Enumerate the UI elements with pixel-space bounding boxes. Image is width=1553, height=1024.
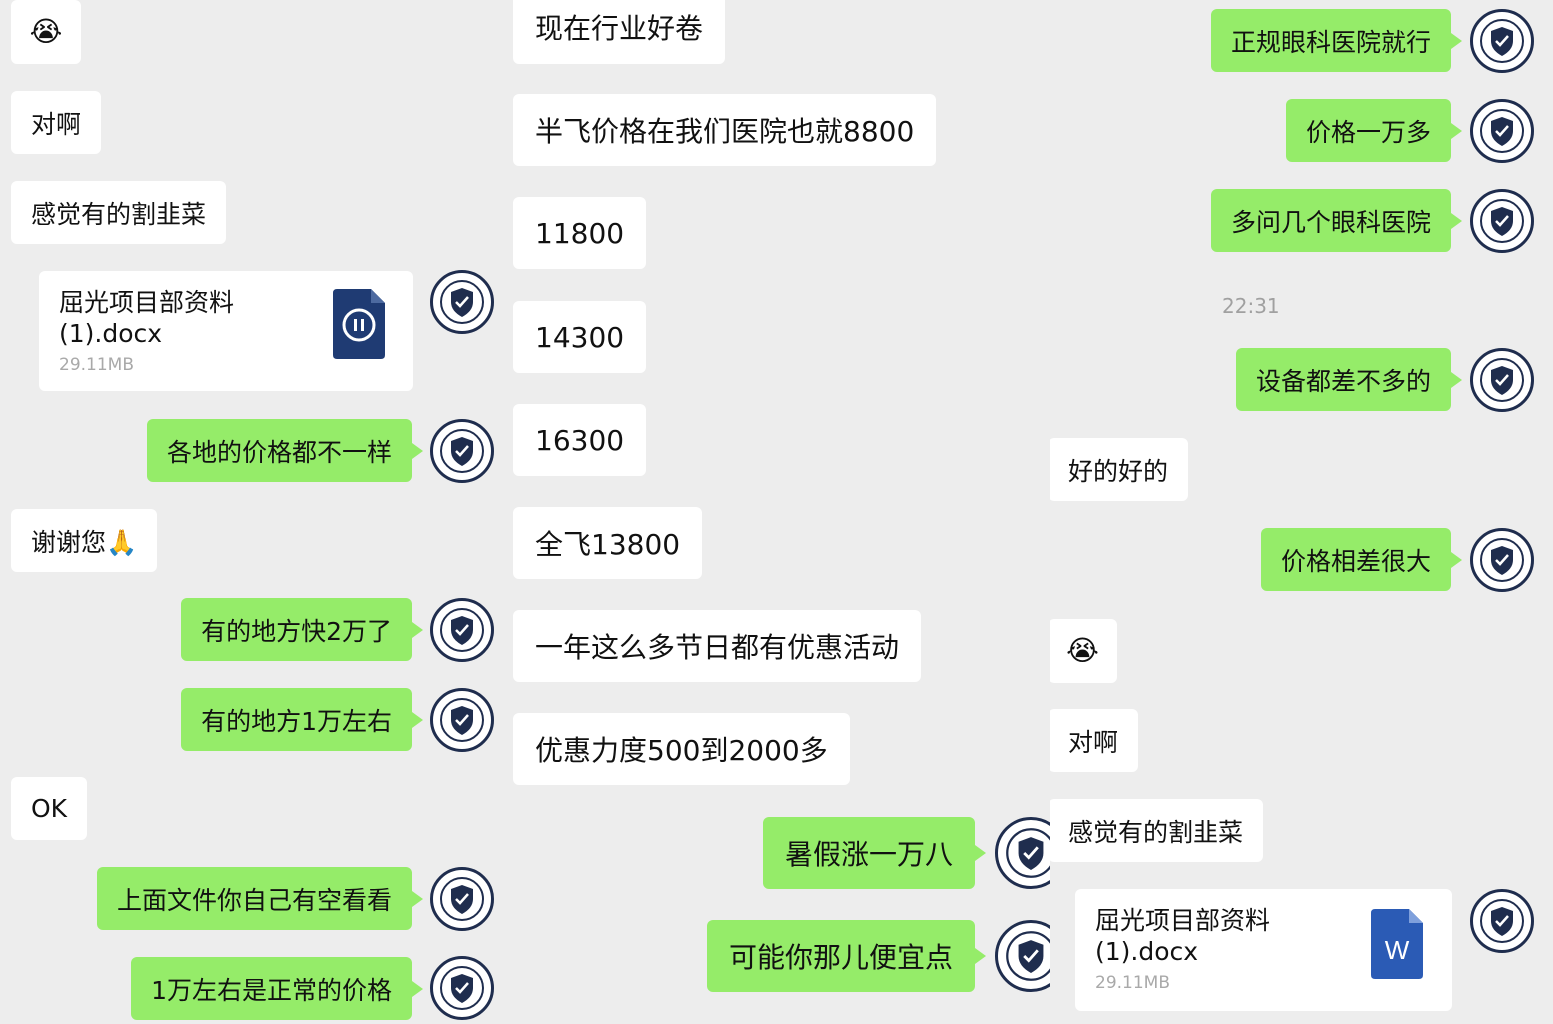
sent-message[interactable]: 价格一万多: [1285, 99, 1463, 162]
chat-column-1: 😭 对啊 感觉有的割韭菜 屈光项目部资料 (1).docx 29.11MB 各地…: [0, 0, 505, 1024]
avatar[interactable]: [995, 920, 1050, 992]
crying-emoji: 😭: [1066, 634, 1099, 667]
received-message[interactable]: 优惠力度500到2000多: [513, 713, 850, 785]
received-message[interactable]: OK: [11, 777, 88, 840]
sent-message[interactable]: 可能你那儿便宜点: [706, 920, 987, 992]
emoji-message[interactable]: 😭: [1050, 619, 1117, 683]
received-message[interactable]: 半飞价格在我们医院也就8800: [513, 94, 937, 166]
file-size: 29.11MB: [1095, 973, 1170, 993]
avatar[interactable]: [430, 688, 494, 752]
received-message[interactable]: 14300: [513, 301, 647, 373]
avatar[interactable]: [1470, 348, 1534, 412]
received-message[interactable]: 感觉有的割韭菜: [11, 181, 227, 244]
received-message[interactable]: 一年这么多节日都有优惠活动: [513, 610, 922, 682]
avatar[interactable]: [1470, 889, 1534, 953]
received-message[interactable]: 谢谢您🙏: [11, 509, 158, 572]
file-message[interactable]: 屈光项目部资料 (1).docx 29.11MB W: [1075, 889, 1452, 1011]
sent-message[interactable]: 上面文件你自己有空看看: [96, 867, 424, 930]
sent-message[interactable]: 价格相差很大: [1260, 528, 1463, 591]
received-message[interactable]: 全飞13800: [513, 507, 703, 579]
received-message[interactable]: 对啊: [11, 91, 102, 154]
avatar[interactable]: [1470, 189, 1534, 253]
avatar[interactable]: [995, 817, 1050, 889]
chat-column-2: 现在行业好卷 半飞价格在我们医院也就8800 11800 14300 16300…: [505, 0, 1050, 1024]
received-message[interactable]: 现在行业好卷: [513, 0, 726, 64]
timestamp: 22:31: [1222, 294, 1280, 318]
file-size: 29.11MB: [59, 355, 134, 375]
avatar[interactable]: [1470, 99, 1534, 163]
avatar[interactable]: [430, 598, 494, 662]
avatar[interactable]: [1470, 9, 1534, 73]
pause-circle-icon[interactable]: [333, 289, 385, 359]
sent-message[interactable]: 暑假涨一万八: [762, 817, 987, 889]
file-name: 屈光项目部资料 (1).docx: [1095, 906, 1271, 966]
sent-message[interactable]: 各地的价格都不一样: [146, 419, 424, 482]
crying-emoji: 😭: [29, 15, 63, 48]
received-message[interactable]: 好的好的: [1050, 438, 1189, 501]
sent-message[interactable]: 有的地方1万左右: [181, 688, 423, 751]
file-name: 屈光项目部资料 (1).docx: [59, 288, 235, 348]
received-message[interactable]: 16300: [513, 404, 647, 476]
file-message[interactable]: 屈光项目部资料 (1).docx 29.11MB: [39, 271, 413, 391]
sent-message[interactable]: 正规眼科医院就行: [1210, 9, 1463, 72]
word-letter: W: [1384, 935, 1410, 965]
avatar[interactable]: [1470, 528, 1534, 592]
emoji-message[interactable]: 😭: [11, 0, 81, 64]
sent-message[interactable]: 1万左右是正常的价格: [131, 957, 423, 1020]
received-message[interactable]: 11800: [513, 197, 647, 269]
word-document-icon[interactable]: W: [1371, 909, 1423, 979]
avatar[interactable]: [430, 270, 494, 334]
sent-message[interactable]: 有的地方快2万了: [181, 598, 423, 661]
received-message[interactable]: 感觉有的割韭菜: [1050, 799, 1264, 862]
avatar[interactable]: [430, 419, 494, 483]
avatar[interactable]: [430, 867, 494, 931]
sent-message[interactable]: 设备都差不多的: [1235, 348, 1463, 411]
avatar[interactable]: [430, 956, 494, 1020]
received-message[interactable]: 对啊: [1050, 709, 1139, 772]
sent-message[interactable]: 多问几个眼科医院: [1210, 189, 1463, 252]
chat-column-3: 正规眼科医院就行 价格一万多 多问几个眼科医院 22:31 设备都差不多的 好的…: [1050, 0, 1553, 1024]
